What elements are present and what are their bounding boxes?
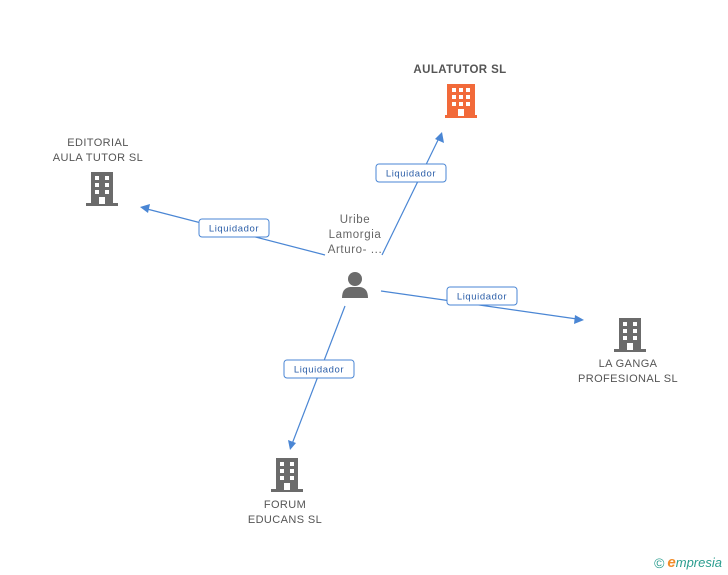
edge-to-aulatutor: Liquidador xyxy=(375,132,447,256)
edge-label-box xyxy=(283,359,355,379)
edge-label-box xyxy=(446,286,518,306)
edge-to-forum: Liquidador xyxy=(283,305,355,450)
brand-footer: © empresia xyxy=(654,554,722,571)
edge-to-laganga: Liquidador xyxy=(380,286,584,324)
edge-label-box xyxy=(375,163,447,183)
edge-label: Liquidador xyxy=(457,292,507,303)
company-name-laganga[interactable]: LA GANGA PROFESIONAL SL xyxy=(578,358,678,385)
building-icon[interactable] xyxy=(445,84,477,118)
building-icon[interactable] xyxy=(86,172,118,206)
company-name-editorial[interactable]: EDITORIAL AULA TUTOR SL xyxy=(52,137,144,164)
company-name-aulatutor[interactable]: AULATUTOR SL xyxy=(413,64,507,76)
building-icon[interactable] xyxy=(271,458,303,492)
edge-label: Liquidador xyxy=(386,169,436,180)
edge-label: Liquidador xyxy=(294,365,344,376)
company-name-forum[interactable]: FORUM EDUCANS SL xyxy=(247,499,323,526)
building-icon[interactable] xyxy=(614,318,646,352)
edge-label: Liquidador xyxy=(209,224,259,235)
brand-logo: empresia xyxy=(667,554,722,571)
copyright-icon: © xyxy=(654,554,665,571)
edge-to-editorial: Liquidador xyxy=(140,204,326,256)
person-name[interactable]: Uribe Lamorgia Arturo- ... xyxy=(327,214,383,256)
edge-label-box xyxy=(198,218,270,238)
person-icon[interactable] xyxy=(342,272,368,298)
